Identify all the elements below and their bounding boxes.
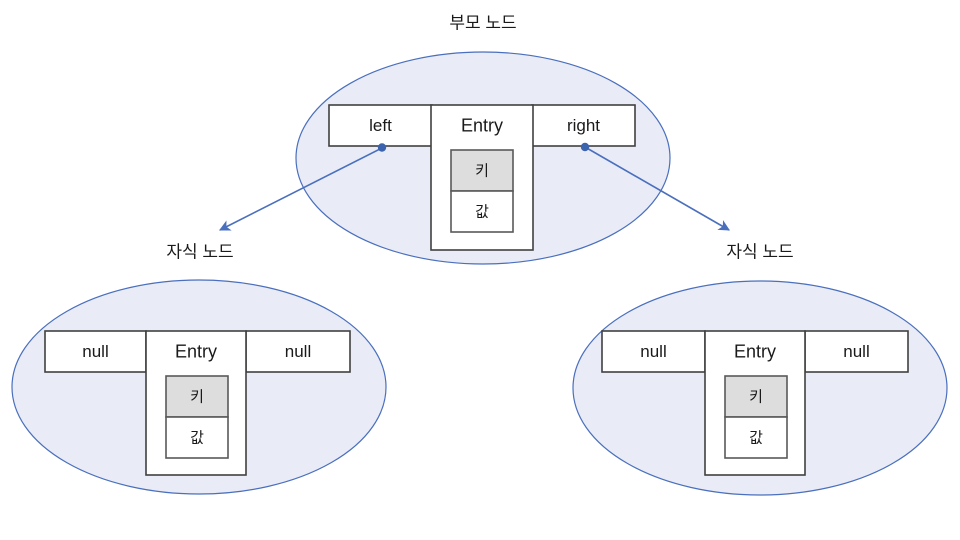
parent-entry-label: Entry <box>461 115 503 135</box>
right-pointer-origin-dot <box>580 142 590 152</box>
child-left-node-group: 자식 노드 null null Entry 키 값 <box>11 242 387 495</box>
edges-group <box>219 142 730 231</box>
child-right-right-slot-label: null <box>843 342 869 361</box>
child-right-node-group: 자식 노드 null null Entry 키 값 <box>572 242 948 496</box>
child-left-right-slot-box[interactable] <box>245 330 351 373</box>
parent-left-slot-box[interactable] <box>328 104 433 147</box>
child-left-key-cell-box <box>165 375 229 418</box>
child-right-right-slot-box[interactable] <box>804 330 909 373</box>
parent-right-slot-box[interactable] <box>531 104 636 147</box>
child-left-left-slot-label: null <box>82 342 108 361</box>
parent-value-cell-box <box>450 190 514 233</box>
child-right-value-cell-label: 값 <box>749 429 763 446</box>
parent-left-slot-label: left <box>369 116 392 135</box>
child-left-right-slot-label: null <box>285 342 311 361</box>
parent-node-group: 부모 노드 left right Entry 키 값 <box>295 13 671 265</box>
child-left-value-cell-box <box>165 416 229 459</box>
child-left-key-cell-label: 키 <box>190 388 204 405</box>
child-right-key-cell-label: 키 <box>749 388 763 405</box>
left-pointer-edge <box>219 147 383 231</box>
parent-node-caption: 부모 노드 <box>449 13 516 32</box>
parent-right-slot-label: right <box>567 116 600 135</box>
child-right-entry-label: Entry <box>734 341 776 361</box>
child-right-left-slot-label: null <box>640 342 666 361</box>
left-pointer-origin-dot <box>377 143 387 152</box>
child-left-node-caption: 자식 노드 <box>166 242 233 261</box>
parent-key-cell-label: 키 <box>475 162 489 179</box>
child-right-key-cell-box <box>724 375 788 418</box>
child-left-value-cell-label: 값 <box>190 429 204 446</box>
parent-value-cell-label: 값 <box>475 203 489 220</box>
child-right-value-cell-box <box>724 416 788 459</box>
child-right-node-caption: 자식 노드 <box>726 242 793 261</box>
child-left-entry-label: Entry <box>175 341 217 361</box>
right-pointer-edge <box>584 146 730 231</box>
